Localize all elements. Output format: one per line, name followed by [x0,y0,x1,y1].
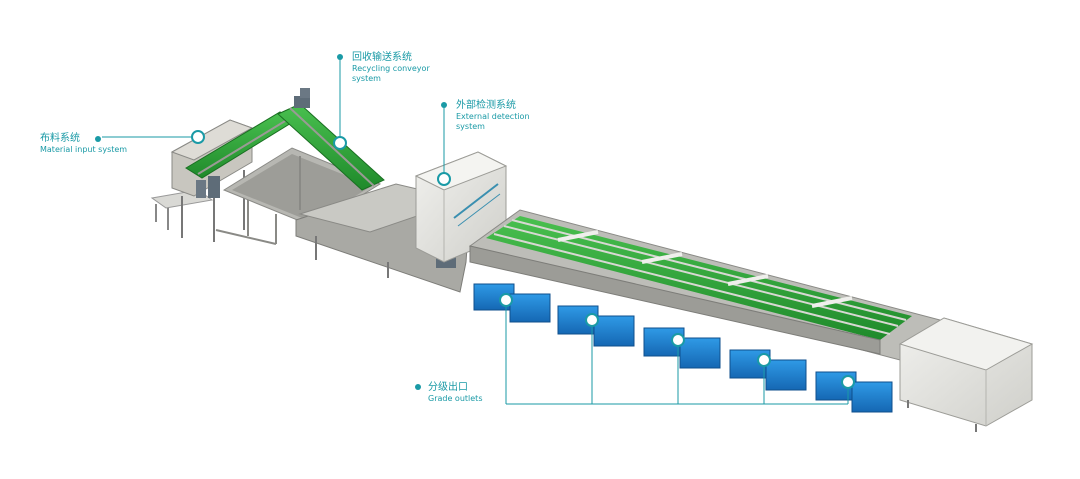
marker-material-input [191,130,205,144]
marker-recycling-conveyor [333,136,347,150]
sorting-belts [486,216,912,340]
ring-markers [191,130,855,389]
grade-outlet-5 [815,371,893,413]
sorting-line [468,209,941,361]
callout-dot [95,136,101,142]
callout-dot [441,102,447,108]
callout-recycling-conveyor: 回收输送系统 Recycling conveyor system [337,51,452,84]
marker-outlet-5 [841,375,855,389]
callout-external-detection-en-2: system [456,122,485,131]
callout-external-detection-en-1: External detection [456,112,530,121]
callout-dot [337,54,343,60]
end-housing [898,317,1034,432]
callout-grade-outlets-en: Grade outlets [428,394,483,403]
marker-outlet-2 [585,313,599,327]
callout-grade-outlets-zh: 分级出口 [428,382,468,393]
callout-material-input-en: Material input system [40,145,128,154]
callout-recycling-conveyor-zh: 回收输送系统 [352,52,412,63]
callout-external-detection-zh: 外部检测系统 [456,100,516,111]
callout-external-detection: 外部检测系统 External detection system [441,99,552,132]
callout-recycling-conveyor-en-1: Recycling conveyor [352,64,430,73]
callout-grade-outlets: 分级出口 Grade outlets [415,381,483,404]
marker-outlet-4 [757,353,771,367]
marker-outlet-3 [671,333,685,347]
callout-material-input-zh: 布料系统 [40,133,80,144]
callout-material-input: 布料系统 Material input system [40,132,127,155]
grade-outlet-2 [557,305,635,347]
grade-outlet-3 [643,327,721,369]
callout-dot [415,384,421,390]
recycling-conveyor [277,88,385,191]
leader-lines [102,56,849,405]
marker-outlet-1 [499,293,513,307]
callout-recycling-conveyor-en-2: system [352,74,381,83]
marker-external-detection [437,172,451,186]
